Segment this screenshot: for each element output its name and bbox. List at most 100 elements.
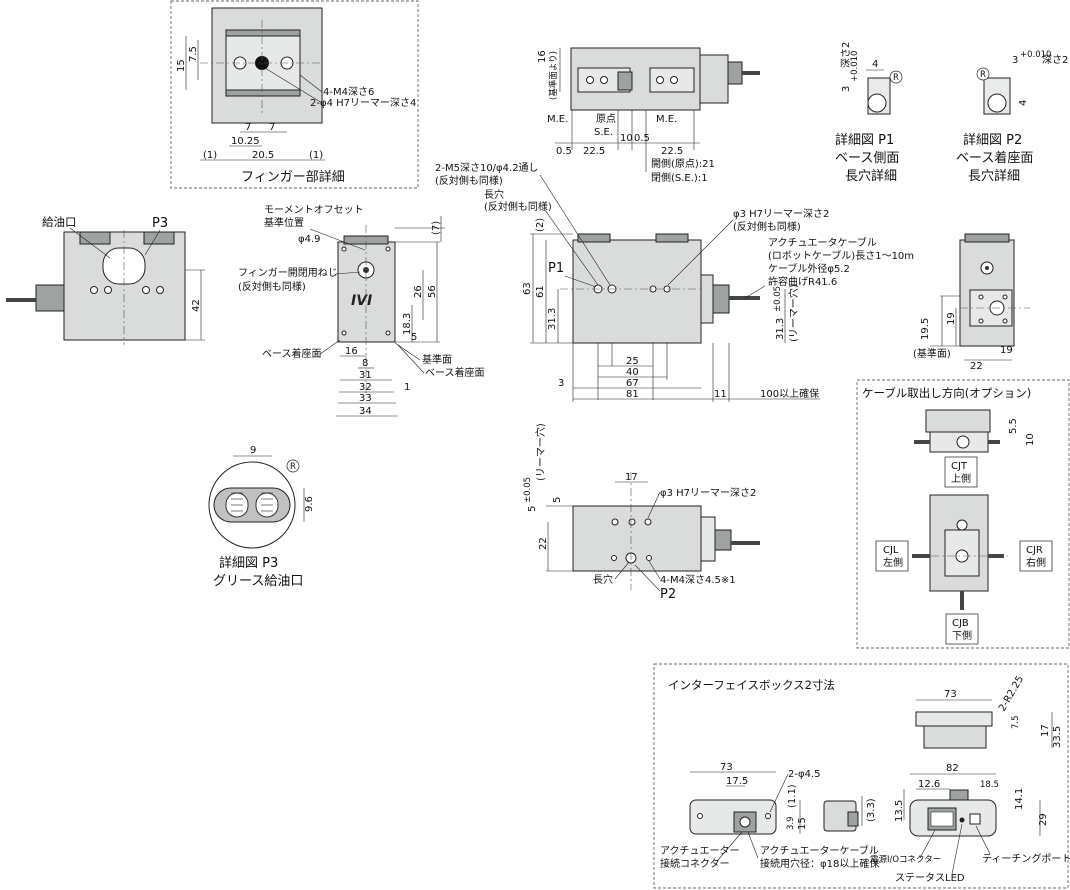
end-dim-34: 34	[359, 406, 372, 417]
p3-dim-9: 9	[250, 445, 256, 456]
bottom-dim-17: 17	[625, 472, 638, 483]
end-ref: 基準面	[422, 353, 452, 366]
finger-dim-1-right: (1)	[309, 150, 323, 161]
cable-dim-10: 10	[1025, 433, 1036, 446]
p1-label3: 長穴詳細	[845, 168, 897, 184]
end-base-seat2: ベース着座面	[425, 366, 485, 379]
side-dim-2: (2)	[535, 218, 546, 232]
side-cable2: (ロボットケーブル)長さ1～10m	[768, 249, 914, 262]
ibox-status-led	[959, 817, 965, 823]
top-cable-gland	[727, 61, 743, 85]
side-view: 2-M5深さ10/φ4.2通し (反対側も同様) 長穴 (反対側も同様) φ3 …	[435, 162, 914, 402]
left-p3-label: P3	[152, 216, 168, 231]
top-dim-16: 16	[537, 50, 548, 63]
finger-detail: 7.5 15 4-M4深さ6 2-φ4 H7リーマー深さ4 7 7 10.25 …	[170, 0, 419, 189]
cjt-label: CJT	[951, 461, 968, 472]
bottom-dim-5b: 5	[552, 497, 563, 503]
top-center-block	[617, 71, 633, 91]
side-body	[572, 239, 702, 344]
end-base-seat: ベース着座面	[262, 347, 322, 360]
top-dim-10: 10	[620, 133, 633, 144]
cjb-label: CJB	[952, 618, 969, 629]
right-top-block	[964, 233, 1010, 243]
interface-box-section: インターフェイスボックス2寸法 73 2-R2.25 7.5 17 33.5 7…	[653, 663, 1070, 889]
side-cable4: 許容曲げR41.6	[768, 275, 837, 288]
bottom-reamer: (リーマー穴)	[534, 423, 547, 481]
bottom-cable-gland	[714, 529, 732, 551]
left-oil-label: 給油口	[42, 215, 77, 229]
right-dim-19: 19	[946, 312, 957, 325]
p2-depth: 深さ2	[1042, 54, 1068, 66]
ibox-dim-14-1: 14.1	[1014, 788, 1025, 810]
bottom-dim-22: 22	[538, 537, 549, 550]
end-moment2: 基準位置	[264, 216, 304, 229]
ibox-dim-3-9: 3.9	[786, 816, 796, 830]
end-dim-32: 32	[359, 382, 372, 393]
bottom-dim-5: 5	[527, 506, 538, 512]
end-body	[337, 241, 396, 343]
side-cable3: ケーブル外径φ5.2	[768, 262, 850, 275]
cable-direction-title: ケーブル取出し方向(オプション)	[862, 386, 1031, 400]
p2-label1: 詳細図 P2	[963, 132, 1022, 148]
end-phi4-9: φ4.9	[298, 234, 321, 245]
top-motor	[699, 54, 729, 104]
left-view: 42 給油口 P3	[6, 215, 205, 345]
cjt-body	[925, 409, 991, 433]
side-dim-61: 61	[535, 285, 546, 298]
top-me-left: M.E.	[547, 114, 568, 125]
cable-direction-section: ケーブル取出し方向(オプション) 5.5 10 CJT 上側 CJL 左側 CJ…	[856, 379, 1070, 649]
cjl-label-box	[875, 540, 909, 572]
left-cable-gland	[35, 284, 65, 312]
finger-dim-7a: 7	[245, 122, 251, 133]
side-clear: 100以上確保	[760, 387, 819, 400]
cjt-label2: 上側	[951, 472, 971, 485]
p1-dim-3: 3	[841, 86, 852, 92]
end-dim-56: 56	[427, 285, 438, 298]
end-dim-7: (7)	[431, 221, 442, 235]
side-dim-25: 25	[626, 356, 639, 367]
p2-tol: +0.010	[1020, 50, 1051, 60]
p3-label1: 詳細図 P3	[219, 555, 278, 571]
p3-r: R	[290, 462, 296, 472]
ibox-teach: ティーチングポート	[982, 852, 1070, 865]
bottom-end-cap	[700, 516, 716, 562]
p3-dim-9-6: 9.6	[304, 496, 315, 512]
end-view: IVI モーメントオフセット 基準位置 φ4.9 フィンガー開閉用ねじ (反対側…	[238, 204, 485, 417]
svg-text:R: R	[893, 73, 899, 83]
bottom-view: 17 φ3 H7リーマー深さ2 22 5 ±0.05 (リーマー穴) 5 長穴 …	[523, 423, 760, 602]
end-logo: IVI	[351, 293, 372, 309]
cjl-label: CJL	[883, 545, 899, 556]
right-dim-19-5: 19.5	[920, 318, 931, 340]
p1-label2: ベース側面	[835, 151, 899, 166]
top-ref-face: (基準面より)	[548, 51, 559, 100]
cable-direction-frame	[856, 379, 1070, 649]
ibox-dim-3-3: (3.3)	[866, 798, 877, 822]
p1-tol: +0.010	[850, 51, 860, 82]
end-screw1: フィンガー開閉用ねじ	[238, 267, 338, 279]
cjr-label-box	[1019, 540, 1053, 572]
top-me-right: M.E.	[656, 114, 677, 125]
end-dim-26: 26	[413, 285, 424, 298]
top-origin: 原点	[596, 113, 616, 125]
ibox-phi4-5: 2-φ4.5	[788, 769, 820, 780]
top-dim-0-5a: 0.5	[556, 146, 572, 157]
finger-dim-20-5: 20.5	[252, 150, 274, 161]
end-dim-31: 31	[359, 370, 372, 381]
side-p1: P1	[548, 261, 564, 276]
ibox-power: 電源I/Oコネクター	[870, 855, 941, 865]
side-top-block1	[577, 233, 611, 243]
bottom-tap: 4-M4深さ4.5※1	[660, 574, 736, 586]
cjb-label2: 下側	[952, 629, 972, 642]
side-ream3b: (反対側も同様)	[733, 220, 801, 233]
ibox-dim-13-5: 13.5	[894, 800, 905, 822]
top-dim-22-5b: 22.5	[661, 146, 683, 157]
side-dim-40: 40	[626, 367, 639, 378]
end-dim-33: 33	[359, 393, 372, 404]
right-dim-22: 22	[970, 361, 983, 372]
end-dim-18-3: 18.3	[402, 313, 413, 335]
bottom-ream: φ3 H7リーマー深さ2	[660, 487, 756, 499]
bottom-tol: ±0.05	[523, 477, 533, 503]
ibox-act-cable1: アクチュエーターケーブル	[760, 844, 879, 857]
finger-dim-1-left: (1)	[203, 150, 217, 161]
p2-dim-4: 4	[1018, 100, 1029, 106]
